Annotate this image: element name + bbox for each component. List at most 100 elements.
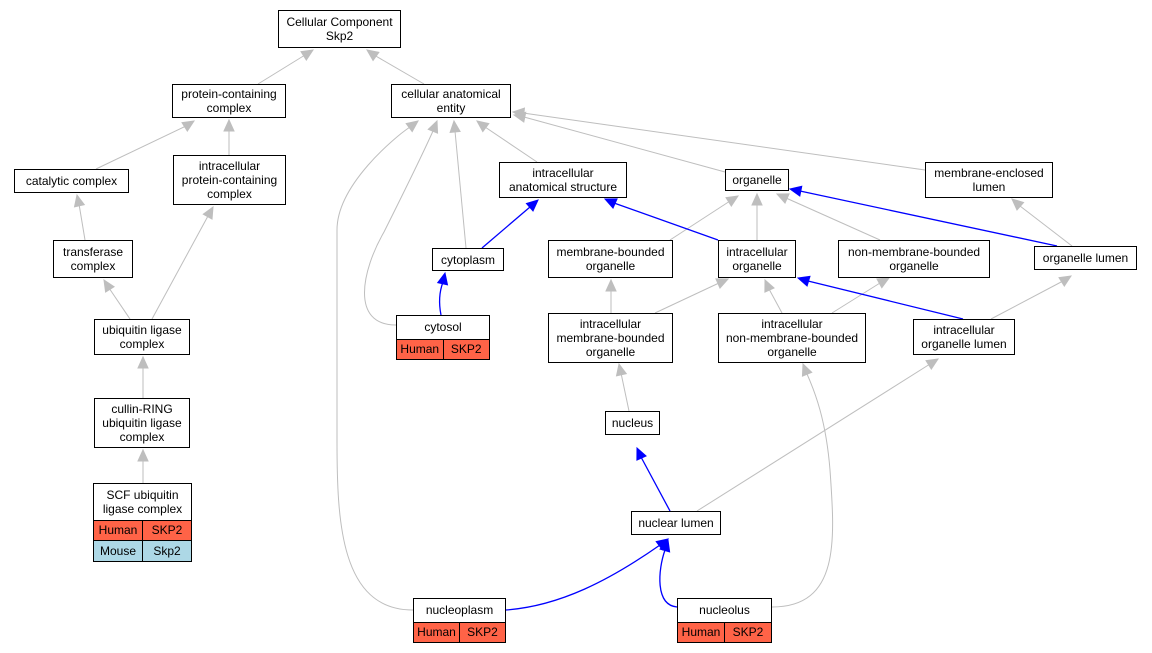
node-membrane-enclosed-lumen[interactable]: membrane-enclosed lumen	[925, 162, 1053, 198]
annotation-row-mouse: Mouse Skp2	[94, 540, 191, 561]
edge-nlo-inmbo	[771, 362, 834, 608]
edge-io-ias-line	[613, 202, 719, 241]
edge-pcc-root	[257, 49, 315, 85]
edge-cyt-cae	[449, 119, 467, 249]
edge-ol-mel	[1011, 198, 1073, 247]
edge-tc-cat-line	[78, 203, 86, 241]
edge-crl-ulc	[137, 355, 149, 398]
edge-cytosol-cyt-line	[438, 281, 444, 316]
edge-nl-iol-line	[696, 363, 931, 512]
edge-cae-root-line	[373, 54, 425, 85]
node-intracellular-protein-containing-complex[interactable]: intracellular protein-containing complex	[173, 155, 286, 205]
edge-cytosol-cae-arrowhead	[427, 119, 439, 134]
edge-cytosol-cae-line	[364, 130, 434, 326]
edge-cyt-cae-line	[454, 130, 467, 249]
node-cellular-anatomical-entity[interactable]: cellular anatomical entity	[391, 84, 511, 118]
node-intracellular-membrane-bounded-organelle[interactable]: intracellular membrane-bounded organelle	[548, 313, 673, 363]
node-organelle[interactable]: organelle	[725, 169, 789, 191]
edge-ulc-tc	[103, 278, 131, 320]
edge-nlo-nl	[659, 538, 678, 608]
gene-label: Skp2	[142, 541, 191, 561]
node-intracellular-organelle[interactable]: intracellular organelle	[718, 240, 796, 278]
edge-ol-mel-line	[1019, 205, 1073, 247]
species-label: Human	[94, 520, 142, 541]
node-membrane-bounded-organelle[interactable]: membrane-bounded organelle	[548, 240, 673, 278]
edge-scf-crl-arrowhead	[137, 448, 149, 462]
edge-ias-cae-line	[484, 126, 538, 163]
edge-iol-ol-arrowhead	[1058, 275, 1073, 287]
edge-imbo-mbo	[605, 278, 617, 313]
node-transferase-complex[interactable]: transferase complex	[53, 240, 133, 278]
edge-ol-mel-arrowhead	[1011, 198, 1025, 211]
edge-cyt-ias-line	[481, 206, 531, 249]
node-ubiquitin-ligase-complex[interactable]: ubiquitin ligase complex	[94, 319, 190, 355]
edge-nlo-inmbo-arrowhead	[801, 362, 813, 377]
edge-ulc-tc-arrowhead	[103, 278, 115, 293]
edge-io-org	[751, 192, 763, 240]
edge-nuc-imbo	[615, 362, 630, 412]
edge-imbo-mbo-arrowhead	[605, 278, 617, 292]
edge-np-nl-line	[505, 544, 661, 611]
node-intracellular-organelle-lumen[interactable]: intracellular organelle lumen	[913, 319, 1015, 355]
edge-np-nl	[505, 538, 669, 611]
edge-tc-cat	[73, 193, 86, 241]
gene-label: SKP2	[459, 622, 505, 642]
edge-io-ias-arrowhead	[603, 198, 618, 209]
edge-crl-ulc-arrowhead	[137, 355, 149, 369]
edge-ulc-ipcc-line	[151, 215, 209, 320]
node-cellular-component-skp2[interactable]: Cellular Component Skp2	[278, 10, 401, 48]
edge-pcc-root-arrowhead	[300, 49, 315, 61]
edge-np-cae-line	[336, 126, 414, 611]
edge-cytosol-cyt	[436, 271, 449, 316]
edge-ipcc-pcc-arrowhead	[223, 118, 235, 132]
edge-mbo-org-line	[669, 200, 731, 241]
node-non-membrane-bounded-organelle[interactable]: non-membrane-bounded organelle	[838, 240, 990, 278]
annotation-row: Human SKP2	[397, 338, 489, 359]
species-label: Mouse	[94, 541, 142, 561]
edge-ipcc-pcc	[223, 118, 235, 155]
node-cytoplasm[interactable]: cytoplasm	[432, 248, 504, 271]
node-protein-containing-complex[interactable]: protein-containing complex	[172, 84, 286, 118]
node-cytosol[interactable]: cytosol Human SKP2	[396, 315, 490, 360]
edge-ol-org-arrowhead	[788, 185, 803, 197]
edge-cyt-cae-arrowhead	[449, 119, 461, 134]
edge-nl-iol-arrowhead	[925, 358, 940, 370]
species-label: Human	[414, 622, 459, 642]
edge-nuc-imbo-line	[620, 372, 630, 412]
node-nucleoplasm[interactable]: nucleoplasm Human SKP2	[413, 598, 506, 643]
edge-imbo-io	[654, 278, 730, 314]
edge-inmbo-nmbo-arrowhead	[876, 277, 891, 289]
node-catalytic-complex[interactable]: catalytic complex	[14, 169, 129, 193]
node-nuclear-lumen[interactable]: nuclear lumen	[631, 511, 721, 535]
node-cullin-ring-ubiquitin-ligase-complex[interactable]: cullin-RING ubiquitin ligase complex	[94, 398, 190, 448]
edge-inmbo-io-arrowhead	[764, 278, 775, 293]
edge-nl-nuc-line	[640, 456, 671, 512]
edge-ias-cae	[476, 120, 538, 163]
node-organelle-lumen[interactable]: organelle lumen	[1034, 246, 1137, 270]
edge-io-org-arrowhead	[751, 192, 763, 206]
node-intracellular-anatomical-structure[interactable]: intracellular anatomical structure	[499, 162, 627, 198]
edge-nl-nuc-arrowhead	[636, 446, 647, 461]
edge-pcc-root-line	[257, 54, 306, 85]
edge-nlo-inmbo-line	[771, 373, 834, 608]
edge-nmbo-org-arrowhead	[775, 193, 790, 204]
node-nucleolus[interactable]: nucleolus Human SKP2	[677, 598, 772, 643]
edge-ulc-tc-line	[108, 287, 131, 320]
edge-ulc-ipcc	[151, 205, 214, 320]
edge-cytosol-cae	[364, 119, 439, 326]
edge-io-ias	[603, 198, 719, 241]
edge-np-cae	[336, 120, 419, 611]
edge-ol-org	[788, 185, 1058, 247]
edge-np-cae-arrowhead	[405, 120, 419, 133]
edge-cytosol-cyt-arrowhead	[436, 271, 449, 286]
edge-nl-nuc	[636, 446, 671, 512]
edge-iol-io-arrowhead	[796, 275, 811, 287]
node-scf-ubiquitin-ligase-complex[interactable]: SCF ubiquitin ligase complex Human SKP2 …	[93, 483, 192, 562]
edge-scf-crl	[137, 448, 149, 483]
annotation-row-human: Human SKP2	[94, 519, 191, 541]
species-label: Human	[397, 339, 443, 359]
node-intracellular-non-membrane-bounded-organelle[interactable]: intracellular non-membrane-bounded organ…	[718, 313, 866, 363]
node-nucleus[interactable]: nucleus	[605, 411, 660, 435]
